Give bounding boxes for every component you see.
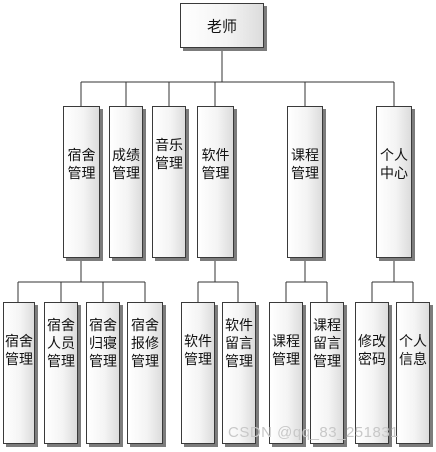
node-dorm-management: 宿舍管理 [63,106,100,258]
node-course-management-sub: 课程管理 [269,302,303,444]
node-grade-management: 成绩管理 [109,106,143,258]
node-label: 软件管理 [201,148,230,182]
node-label: 个人信息 [399,334,427,368]
node-label: 宿舍报修管理 [131,318,159,370]
node-label: 修改密码 [358,334,386,368]
root-node: 老师 [180,3,264,48]
node-personal-info: 个人信息 [396,302,430,444]
node-label: 课程管理 [291,148,319,182]
node-label: 课程管理 [272,334,300,368]
node-dorm-repair-management: 宿舍报修管理 [127,302,163,444]
node-label: 宿舍人员管理 [47,318,75,370]
node-label: 宿舍归寝管理 [89,318,117,370]
node-change-password: 修改密码 [355,302,389,444]
node-music-management: 音乐管理 [152,106,186,258]
node-label: 音乐管理 [155,138,183,172]
node-label: 软件留言管理 [225,318,253,370]
node-label: 课程留言管理 [313,318,341,370]
node-personal-center: 个人中心 [376,106,412,258]
node-label: 个人中心 [380,148,408,182]
node-software-message-management: 软件留言管理 [222,302,256,444]
node-label: 软件管理 [184,334,212,368]
node-label: 宿舍管理 [67,148,96,182]
node-label: 宿舍管理 [5,334,33,368]
node-dorm-management-sub: 宿舍管理 [3,302,35,444]
node-course-message-management: 课程留言管理 [310,302,344,444]
node-course-management: 课程管理 [287,106,323,258]
node-dorm-staff-management: 宿舍人员管理 [44,302,78,444]
node-dorm-return-management: 宿舍归寝管理 [86,302,120,444]
node-software-management: 软件管理 [197,106,234,258]
node-label: 成绩管理 [112,148,140,182]
root-label: 老师 [206,17,237,35]
watermark: CSDN @qq_83_251831 [228,424,400,441]
node-software-management-sub: 软件管理 [181,302,215,444]
